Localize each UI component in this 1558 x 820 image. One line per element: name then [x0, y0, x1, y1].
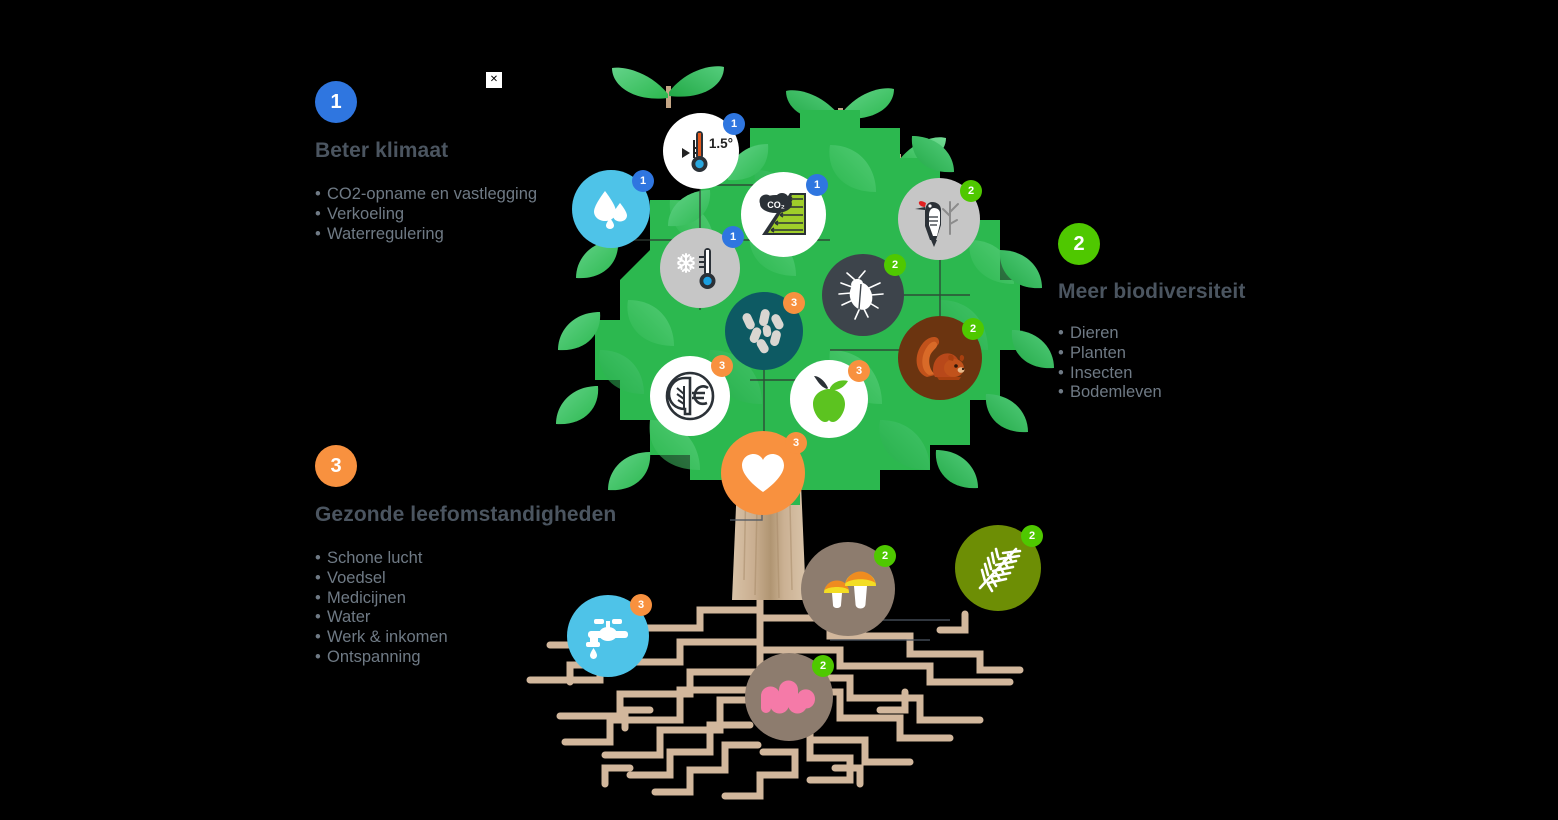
- list-item: Schone lucht: [315, 549, 616, 569]
- badge-number: 2: [874, 545, 896, 567]
- list-item: Dieren: [1058, 324, 1245, 344]
- icon-bubble-earthworm[interactable]: 2: [745, 653, 834, 741]
- list-item: Waterregulering: [315, 225, 537, 245]
- icon-bubble-squirrel[interactable]: 2: [898, 316, 984, 400]
- badge-number: 2: [962, 318, 984, 340]
- icon-bubble-tree-euro[interactable]: 3: [650, 355, 733, 436]
- badge-number: 1: [722, 226, 744, 248]
- list-item: Verkoeling: [315, 205, 537, 225]
- heart-health-icon: [742, 454, 784, 492]
- fern-plant-icon: [978, 547, 1022, 593]
- squirrel-animal-icon: [916, 337, 965, 380]
- list-item: Ontspanning: [315, 648, 616, 668]
- icon-bubble-thermometer-cooling[interactable]: 1: [660, 226, 744, 308]
- section-number-badge: 2: [1058, 223, 1100, 265]
- icon-bubble-beetle[interactable]: 2: [822, 254, 906, 336]
- tree-euro-income-icon: [665, 371, 715, 421]
- section-number-badge: 3: [315, 445, 357, 487]
- woodpecker-bird-icon: [915, 201, 959, 247]
- icon-bubble-fern[interactable]: 2: [955, 525, 1043, 611]
- list-item: Werk & inkomen: [315, 628, 616, 648]
- badge-number: 3: [783, 292, 805, 314]
- water-drops-icon: [594, 191, 627, 229]
- thermometer-cooling-icon: [677, 248, 716, 289]
- broken-image-icon[interactable]: ✕: [486, 72, 502, 88]
- co2-label: CO₂: [767, 200, 785, 210]
- section-gezonde-leefomstandigheden: 3 Gezonde leefomstandigheden Schone luch…: [315, 445, 616, 668]
- badge-number: 1: [632, 170, 654, 192]
- badge-number: 2: [1021, 525, 1043, 547]
- section-title: Gezonde leefomstandigheden: [315, 503, 617, 526]
- icon-bubble-heart[interactable]: 3: [721, 431, 807, 515]
- icon-bubble-water-drops[interactable]: 1: [572, 170, 654, 248]
- thermometer-warming-icon: [682, 131, 708, 172]
- section-title: Beter klimaat: [315, 139, 449, 162]
- list-item: Bodemleven: [1058, 383, 1245, 403]
- badge-number: 2: [812, 655, 834, 677]
- icon-bubble-mushrooms[interactable]: 2: [801, 542, 896, 636]
- list-item: Medicijnen: [315, 589, 616, 609]
- icon-bubble-thermometer-warming[interactable]: 1.5° 1: [663, 113, 745, 189]
- earthworm-soil-icon: [761, 680, 815, 714]
- beetle-insect-icon: [838, 270, 884, 320]
- section-beter-klimaat: 1 Beter klimaat CO2-opname en vastleggin…: [315, 81, 537, 244]
- section-number-badge: 1: [315, 81, 357, 123]
- section-meer-biodiversiteit: 2 Meer biodiversiteit Dieren Planten Ins…: [1058, 223, 1245, 403]
- list-item: Planten: [1058, 344, 1245, 364]
- badge-number: 2: [884, 254, 906, 276]
- icon-bubble-woodpecker[interactable]: 2: [898, 178, 982, 260]
- badge-number: 1: [723, 113, 745, 135]
- thermometer-value-label: 1.5°: [708, 136, 733, 151]
- badge-number: 3: [630, 594, 652, 616]
- section-bullet-list: CO2-opname en vastlegging Verkoeling Wat…: [315, 185, 537, 244]
- badge-number: 3: [785, 432, 807, 454]
- icon-bubble-co2-absorption[interactable]: CO₂ 1: [741, 172, 828, 257]
- list-item: Water: [315, 608, 616, 628]
- badge-number: 1: [806, 174, 828, 196]
- badge-number: 3: [711, 355, 733, 377]
- list-item: Insecten: [1058, 364, 1245, 384]
- section-bullet-list: Schone lucht Voedsel Medicijnen Water We…: [315, 549, 616, 668]
- list-item: Voedsel: [315, 569, 616, 589]
- icon-bubble-medicine[interactable]: 3: [725, 292, 805, 370]
- badge-number: 3: [848, 360, 870, 382]
- section-title: Meer biodiversiteit: [1058, 280, 1246, 303]
- icon-bubble-apple[interactable]: 3: [790, 360, 870, 438]
- infographic-canvas: 1.5° 1 1 CO₂ 1: [0, 0, 1558, 776]
- apple-food-icon: [813, 376, 848, 422]
- list-item: CO2-opname en vastlegging: [315, 185, 537, 205]
- badge-number: 2: [960, 180, 982, 202]
- co2-absorption-leaf-icon: CO₂: [759, 192, 806, 235]
- medicine-pills-icon: [742, 309, 784, 354]
- section-bullet-list: Dieren Planten Insecten Bodemleven: [1058, 324, 1245, 403]
- mushrooms-fungi-icon: [824, 571, 876, 609]
